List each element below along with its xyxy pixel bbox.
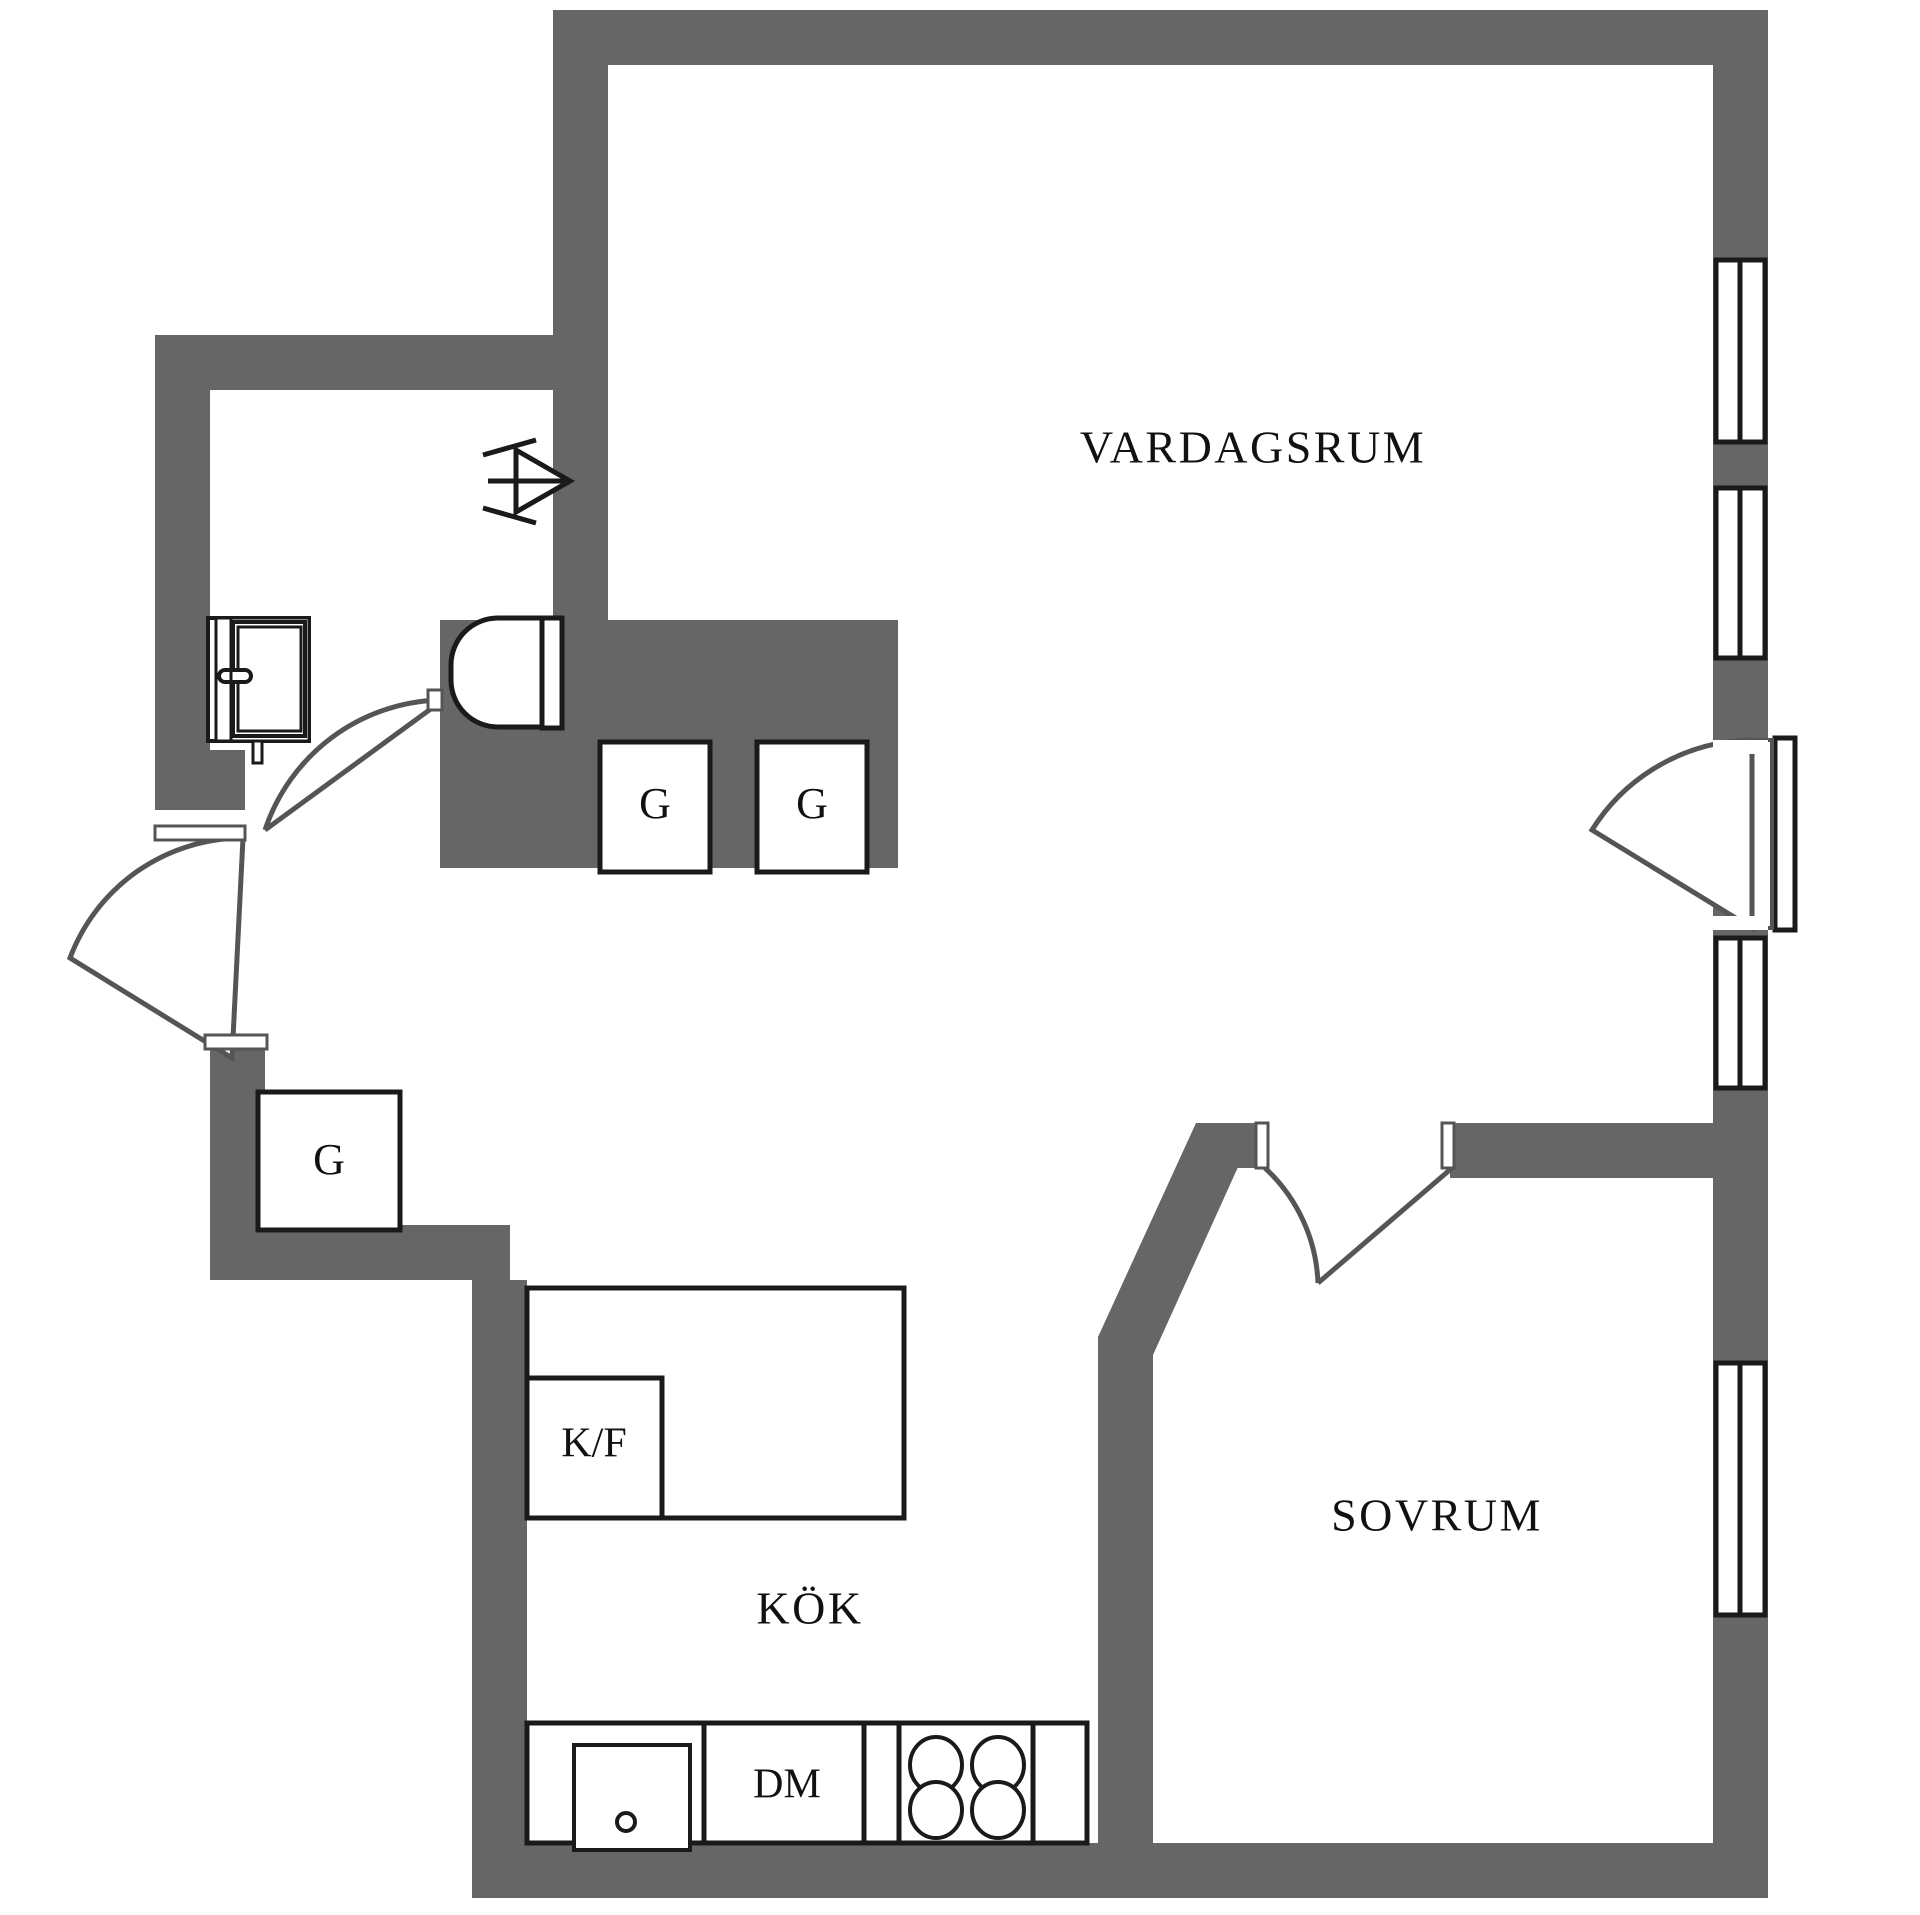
kitchen-fixtures-group [524, 1285, 1090, 1852]
bathroom-fixtures-group [206, 437, 576, 765]
closet-hall-1-box [597, 739, 713, 875]
wall-right-upper [1713, 10, 1768, 260]
kitchen-sink-icon [572, 1743, 692, 1852]
hall-door-icon[interactable] [66, 824, 269, 1063]
wc-door-icon[interactable] [262, 688, 445, 833]
room-label-vardagsrum: VARDAGSRUM [1080, 422, 1426, 473]
fridge-freezer-label: K/F [561, 1421, 626, 1467]
wall-bedroom-angled [1098, 1123, 1243, 1355]
windows-group [1713, 257, 1768, 1618]
room-label-sovrum: SOVRUM [1331, 1490, 1543, 1541]
doors-group [66, 688, 1798, 1285]
washbasin-icon [206, 616, 311, 765]
stove-hob-icon [908, 1723, 1036, 1843]
window-icon-living-1 [1713, 257, 1768, 445]
walls-group [155, 10, 1768, 1898]
fridge-freezer-box [524, 1375, 665, 1521]
closet-corridor-label: G [313, 1135, 345, 1184]
wall-right-mid1 [1713, 440, 1768, 490]
window-icon-bedroom [1713, 1360, 1768, 1618]
wall-hall-left-stub [155, 750, 245, 810]
bedroom-door-icon[interactable] [1254, 1121, 1456, 1285]
toilet-icon [448, 615, 565, 731]
wall-right-mid4 [1713, 1085, 1768, 1361]
outer-wall-main [553, 10, 1768, 1898]
wall-bedroom-top-left [1196, 1123, 1265, 1168]
dishwasher-label: DM [753, 1762, 821, 1808]
window-icon-living-3 [1713, 935, 1768, 1091]
wall-hall-top-joint [553, 10, 608, 340]
closets-group [255, 739, 870, 1233]
closet-hall-2-label: G [796, 779, 828, 828]
wall-kitchen-left [472, 1280, 527, 1898]
room-label-kok: KÖK [756, 1583, 863, 1634]
labels-group: VARDAGSRUM SOVRUM KÖK G G G K/F DM [313, 422, 1543, 1808]
closet-corridor-box [255, 1089, 403, 1233]
wall-right-mid2 [1713, 655, 1768, 740]
window-icon-living-2 [1713, 485, 1768, 661]
closet-hall-1-label: G [639, 779, 671, 828]
wall-bedroom-left [1098, 1337, 1153, 1898]
entrance-door-icon[interactable] [1588, 735, 1798, 933]
wall-right-mid5 [1713, 1612, 1768, 1898]
closet-hall-2-box [754, 739, 870, 875]
wall-kitchen-bottom [472, 1843, 1112, 1898]
shower-head-icon [482, 437, 576, 526]
